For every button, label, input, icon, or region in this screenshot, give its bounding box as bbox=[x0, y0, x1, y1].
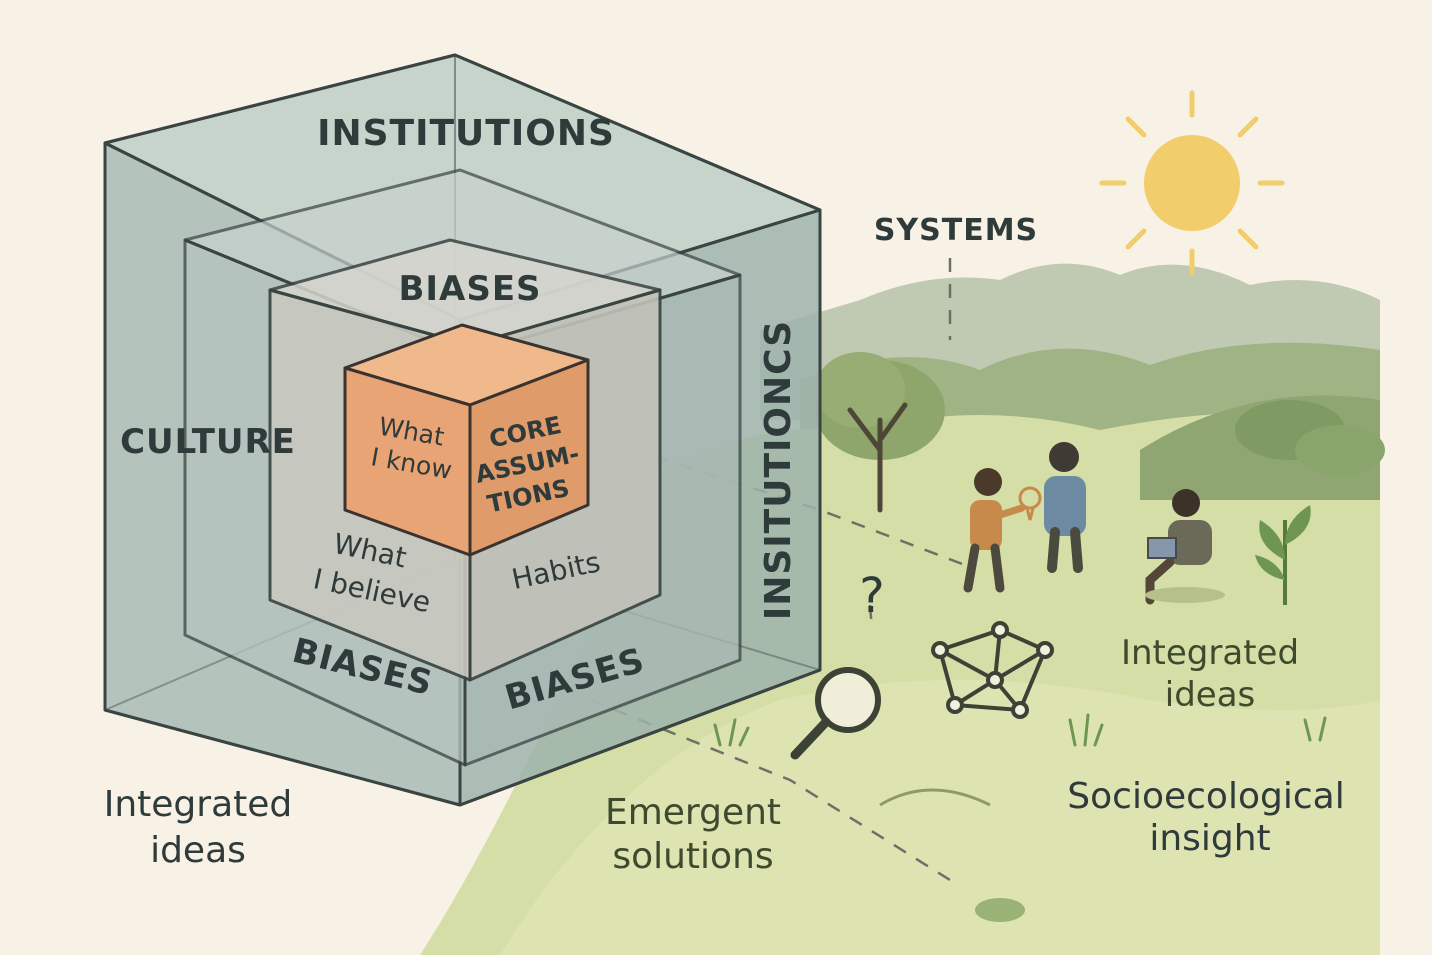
label-emergent-1: Emergent bbox=[605, 792, 781, 833]
grass-tufts bbox=[713, 713, 1327, 747]
dashed-connectors bbox=[589, 258, 966, 882]
person-blue bbox=[1044, 442, 1086, 573]
people bbox=[963, 442, 1225, 605]
label-integrated-right-2: ideas bbox=[1165, 675, 1256, 715]
landscape-labels: SYSTEMS Integrated ideas Socioecological… bbox=[104, 213, 1345, 877]
person-orange bbox=[963, 468, 1026, 593]
core-cube bbox=[343, 323, 590, 557]
label-socioecological-2: insight bbox=[1149, 818, 1270, 859]
label-integrated-right-1: Integrated bbox=[1121, 633, 1299, 673]
core-cube-right bbox=[468, 358, 590, 557]
sun-icon bbox=[1099, 90, 1285, 276]
grass-front bbox=[500, 680, 1380, 955]
label-integrated-left-2: ideas bbox=[150, 830, 246, 871]
label-culture: CULTURE bbox=[120, 422, 296, 462]
tree bbox=[815, 352, 945, 513]
magnifier-icon bbox=[790, 667, 881, 760]
bush bbox=[975, 898, 1025, 922]
lightbulb-icon bbox=[1018, 486, 1042, 521]
question-mark-icon: ? bbox=[859, 568, 884, 624]
label-emergent-2: solutions bbox=[612, 836, 773, 877]
label-integrated-left-1: Integrated bbox=[104, 784, 293, 825]
label-socioecological-1: Socioecological bbox=[1067, 776, 1344, 817]
network-icon bbox=[931, 621, 1054, 719]
person-sitting bbox=[1145, 489, 1225, 605]
plant-sprout bbox=[1255, 505, 1311, 605]
laptop-icon bbox=[1147, 537, 1177, 559]
label-systems: SYSTEMS bbox=[874, 213, 1038, 248]
mound bbox=[879, 788, 991, 807]
bush bbox=[1295, 425, 1385, 475]
label-biases-top: BIASES bbox=[398, 269, 541, 309]
label-institutions-top: INSTITUTIONS bbox=[317, 113, 615, 154]
label-institutions-side: INSITUTIONCS bbox=[758, 320, 799, 620]
